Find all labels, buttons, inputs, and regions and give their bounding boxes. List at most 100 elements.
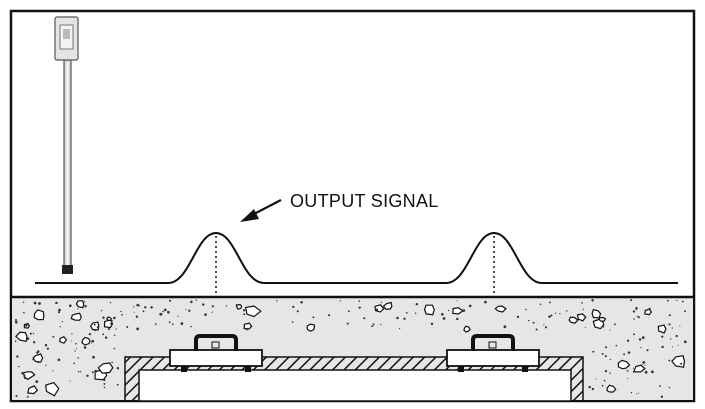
- aggregate-speck: [396, 316, 399, 320]
- aggregate-speck: [371, 325, 374, 328]
- aggregate-speck: [398, 327, 401, 330]
- aggregate-speck: [211, 311, 213, 313]
- aggregate-speck: [135, 315, 139, 318]
- aggregate-speck: [675, 334, 678, 338]
- aggregate-speck: [668, 359, 671, 362]
- aggregate-speck: [46, 347, 50, 350]
- aggregate-speck: [661, 345, 664, 349]
- aggregate-speck: [582, 308, 584, 310]
- aggregate-speck: [23, 311, 25, 314]
- aggregate-speck: [415, 302, 419, 306]
- aggregate-speck: [52, 335, 55, 338]
- aggregate-speck: [604, 355, 607, 358]
- aggregate-speck: [29, 332, 32, 335]
- aggregate-speck: [44, 344, 48, 347]
- aggregate-speck: [456, 317, 459, 321]
- aggregate-speck: [91, 371, 94, 374]
- aggregate-speck: [670, 338, 672, 340]
- aggregate-speck: [71, 333, 73, 335]
- aggregate-pebble: [568, 316, 579, 324]
- aggregate-speck: [638, 338, 642, 341]
- aggregate-speck: [679, 325, 681, 327]
- aggregate-pebble: [27, 385, 39, 395]
- aggregate-pebble: [97, 362, 114, 374]
- aggregate-speck: [623, 353, 626, 356]
- aggregate-speck: [86, 374, 89, 377]
- target-right-bolt: [488, 341, 497, 349]
- aggregate-speck: [660, 395, 664, 398]
- aggregate-pebble: [235, 303, 243, 310]
- aggregate-speck: [595, 378, 597, 380]
- aggregate-speck: [633, 333, 636, 336]
- aggregate-speck: [37, 362, 40, 364]
- aggregate-speck: [635, 306, 638, 310]
- aggregate-speck: [684, 310, 687, 313]
- aggregate-speck: [300, 301, 303, 304]
- aggregate-pebble: [382, 301, 393, 311]
- aggregate-speck: [160, 313, 163, 316]
- aggregate-speck: [102, 316, 105, 319]
- aggregate-speck: [680, 362, 683, 365]
- aggregate-pebble: [23, 371, 36, 381]
- aggregate-speck: [462, 309, 466, 312]
- aggregate-speck: [190, 325, 192, 328]
- aggregate-speck: [57, 358, 61, 362]
- target-right-clip-b: [522, 366, 528, 372]
- aggregate-speck: [94, 369, 98, 373]
- aggregate-speck: [103, 382, 106, 385]
- aggregate-speck: [144, 306, 147, 309]
- aggregate-speck: [100, 310, 103, 312]
- aggregate-speck: [592, 350, 595, 353]
- beam-cavity: [138, 369, 572, 402]
- aggregate-speck: [636, 393, 638, 395]
- aggregate-speck: [637, 316, 640, 319]
- aggregate-speck: [602, 325, 605, 328]
- aggregate-speck: [626, 369, 629, 372]
- aggregate-speck: [641, 364, 643, 366]
- aggregate-speck: [168, 321, 171, 323]
- aggregate-speck: [58, 308, 61, 312]
- aggregate-speck: [52, 370, 54, 372]
- aggregate-pebble: [644, 308, 653, 316]
- target-left-clip-b: [245, 366, 251, 372]
- aggregate-speck: [243, 313, 246, 316]
- aggregate-speck: [609, 329, 611, 331]
- aggregate-speck: [641, 336, 645, 339]
- aggregate-speck: [525, 308, 527, 311]
- aggregate-speck: [638, 392, 640, 394]
- aggregate-speck: [116, 383, 119, 386]
- aggregate-speck: [14, 320, 18, 324]
- aggregate-speck: [116, 367, 120, 370]
- aggregate-pebble: [452, 307, 464, 315]
- aggregate-speck: [554, 312, 557, 314]
- aggregate-speck: [584, 326, 587, 328]
- aggregate-pebble: [105, 316, 112, 322]
- target-right-bracket: [471, 334, 515, 351]
- aggregate-speck: [133, 311, 135, 313]
- aggregate-speck: [16, 355, 19, 358]
- aggregate-speck: [358, 300, 361, 302]
- aggregate-speck: [38, 302, 41, 305]
- aggregate-speck: [627, 351, 631, 354]
- aggregate-speck: [126, 326, 129, 328]
- aggregate-pebble: [15, 331, 28, 343]
- aggregate-speck: [527, 319, 530, 322]
- aggregate-speck: [111, 361, 113, 364]
- aggregate-speck: [32, 341, 36, 344]
- aggregate-speck: [245, 328, 248, 331]
- aggregate-pebble: [59, 335, 68, 344]
- aggregate-speck: [77, 308, 79, 310]
- aggregate-speck: [23, 374, 26, 377]
- aggregate-speck: [133, 306, 135, 308]
- aggregate-pebble: [591, 308, 602, 319]
- aggregate-speck: [380, 323, 382, 326]
- concrete-aggregate: [14, 298, 687, 398]
- aggregate-speck: [646, 349, 649, 352]
- aggregate-speck: [442, 317, 446, 320]
- aggregate-speck: [626, 339, 630, 342]
- aggregate-speck: [681, 300, 684, 303]
- aggregate-speck: [36, 351, 39, 354]
- aggregate-speck: [77, 357, 79, 359]
- aggregate-speck: [328, 314, 331, 317]
